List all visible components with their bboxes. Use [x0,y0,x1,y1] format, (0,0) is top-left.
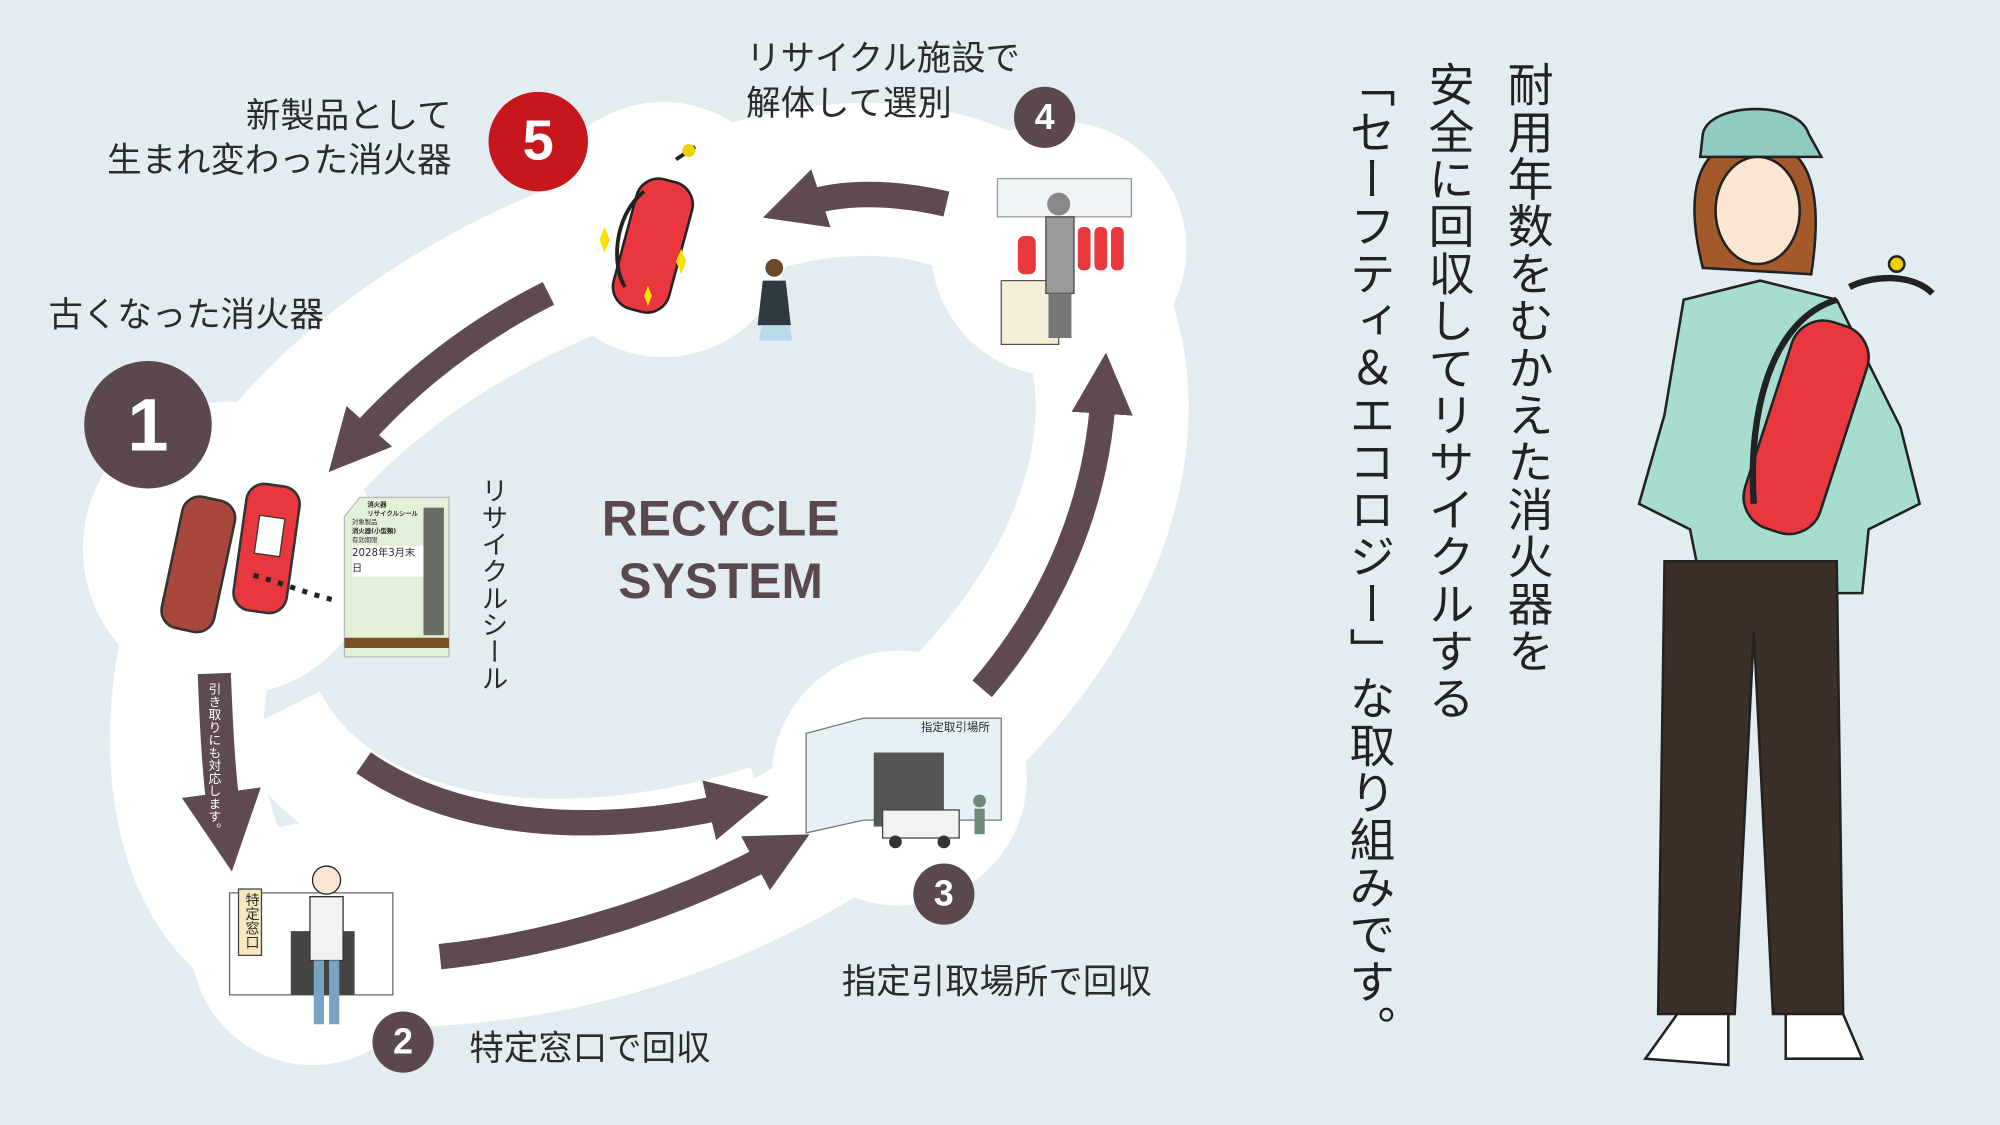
headline-col3: 「セーフティ＆エコロジー」な取り組みです。 [1341,61,1395,1053]
flow-arrows [181,169,1133,970]
diagram-title: RECYCLE SYSTEM [561,489,880,614]
arrow-1-to-3 [356,752,769,841]
step-number-2: 2 [372,1011,434,1073]
title-line1: RECYCLE [601,492,840,548]
seal-heading1: 消火器 [367,501,387,509]
seal-expiry: 2028年3月末日 [352,545,424,577]
step-5-label-line1: 新製品として [245,96,452,137]
recycle-seal [343,496,450,658]
step-1-label: 古くなった消火器 [48,295,324,336]
recycling-facility-illustration [996,177,1133,346]
arrow-2-to-3 [438,834,810,970]
arrow-note: 引き取りにも対応します。 [205,682,220,836]
arrow-5-to-1 [328,281,555,473]
warehouse-sign: 指定取引場所 [920,721,990,735]
arrow-3-to-4 [972,352,1133,698]
step-4-label-line1: リサイクル施設で [746,39,1020,80]
title-line2: SYSTEM [618,554,823,610]
arrow-4-to-5 [762,169,950,228]
step-number-1: 1 [84,360,212,489]
step-number-4: 4 [1014,86,1076,148]
collection-site-illustration [805,717,1002,849]
seal-heading2: リサイクルシール [367,510,419,518]
old-extinguishers-illustration [160,482,333,634]
step-5-label-line2: 生まれ変わった消火器 [107,141,452,182]
step-4-label-line2: 解体して選別 [746,84,952,124]
seal-product: 消火器(小型類) [352,528,397,536]
seal-text: 消火器 リサイクルシール 対象製品 消火器(小型類) 有効期限 2028年3月末… [352,501,424,577]
arrow-1-to-2 [181,672,261,872]
special-window-illustration [228,865,394,1025]
step-number-5: 5 [488,91,589,192]
worker-woman-illustration [1637,107,1935,1067]
step-2-label: 特定窓口で回収 [469,1029,711,1069]
window-sign: 特定窓口 [243,892,261,949]
step-3-label: 指定引取場所で回収 [841,963,1152,1003]
step-number-3: 3 [913,863,975,925]
seal-caption: リサイクルシール [478,477,509,692]
headline-col2: 安全に回収してリサイクルする [1420,61,1474,722]
headline-col1: 耐用年数をむかえた消火器を [1499,61,1553,675]
seal-target-label: 対象製品 [352,519,378,527]
new-extinguisher-illustration [599,144,793,341]
seal-valid-label: 有効期限 [352,536,378,545]
